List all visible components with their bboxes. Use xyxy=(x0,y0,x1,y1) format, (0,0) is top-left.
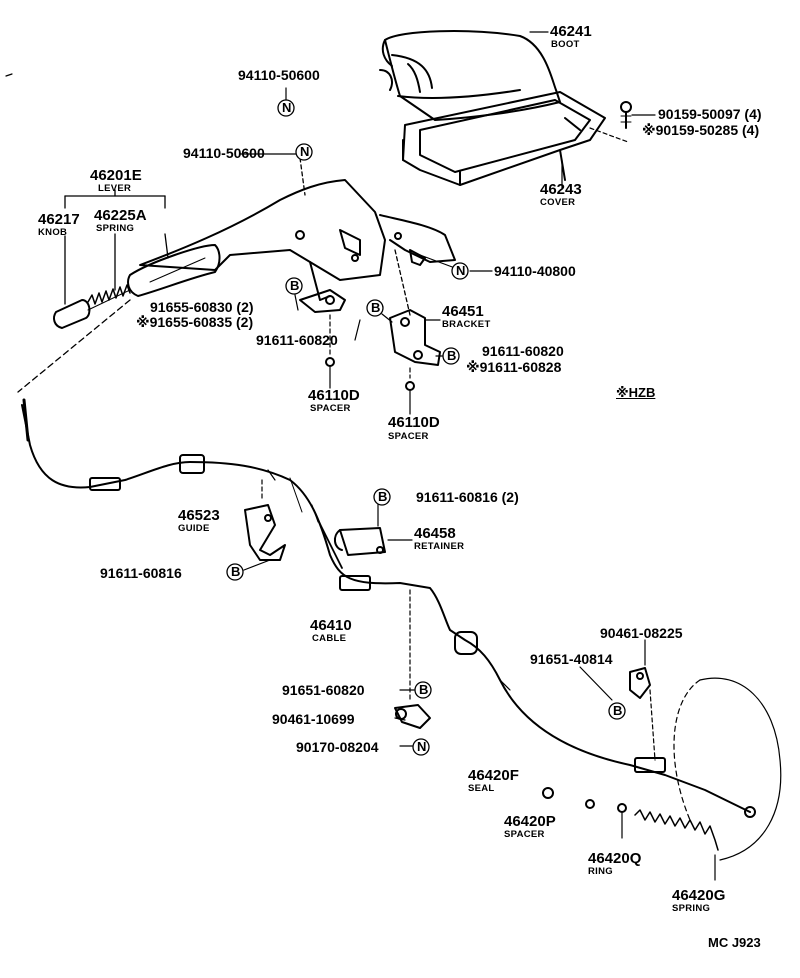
brake-drum-outline xyxy=(673,677,782,861)
knob-drawing xyxy=(53,299,91,329)
bracket-bolt-alt-part-number: ※91611-60828 xyxy=(466,359,562,375)
bolt-symbol-icon xyxy=(366,299,384,317)
clamp-b-part-number: 90461-08225 xyxy=(600,625,683,641)
boot-part-number: 46241 xyxy=(550,23,592,40)
clamp-b-drawing xyxy=(629,667,651,699)
guide-part-number: 46523 xyxy=(178,507,220,524)
lever-bracket-bolt-part-number: 91611-60820 xyxy=(256,332,338,348)
screw-drawing xyxy=(589,101,656,143)
bolt-symbol-label: B xyxy=(290,278,300,293)
ring-part-number: 46420Q xyxy=(588,850,642,867)
knob-part-name: KNOB xyxy=(38,227,68,238)
cable-part-number: 46410 xyxy=(310,617,352,634)
spacer-2-part-number: 46110D xyxy=(388,414,440,431)
retainer-bolt-part-number: 91611-60816 (2) xyxy=(416,489,519,505)
lever-group-leader xyxy=(64,189,169,305)
retainer-drawing xyxy=(334,527,386,556)
boot-part-name: BOOT xyxy=(551,39,580,50)
bolt-symbol-icon xyxy=(608,702,626,720)
spring-part-number: 46225A xyxy=(94,207,147,224)
seal-drawing xyxy=(542,787,554,799)
nut-symbol-icon xyxy=(451,262,469,280)
bolt-symbol-icon xyxy=(285,277,303,295)
bracket-bolt-part-number: 91611-60820 xyxy=(482,343,564,359)
nut-4080-part-number: 94110-40800 xyxy=(494,263,576,279)
ring-drawing xyxy=(617,803,627,813)
cable-drawing xyxy=(17,299,756,818)
spacer-3-part-name: SPACER xyxy=(504,829,545,840)
spacer-drawing xyxy=(585,799,595,809)
bolt-symbol-label: B xyxy=(613,703,623,718)
seal-part-number: 46420F xyxy=(468,767,519,784)
seal-part-name: SEAL xyxy=(468,783,495,794)
cable-part-name: CABLE xyxy=(312,633,347,644)
spacer-1-part-name: SPACER xyxy=(310,403,351,414)
bolt-symbol-label: B xyxy=(378,489,388,504)
retainer-part-number: 46458 xyxy=(414,525,456,542)
spacer-2-part-name: SPACER xyxy=(388,431,429,442)
lever-part-name: LEVER xyxy=(98,183,132,194)
screw-alt-part-number: ※90159-50285 (4) xyxy=(642,122,760,138)
retainer-part-name: RETAINER xyxy=(414,541,465,552)
screw-part-number: 90159-50097 (4) xyxy=(658,106,762,122)
lever-bolt-alt-part-number: ※91655-60835 (2) xyxy=(136,314,254,330)
cable-nut-part-number: 90170-08204 xyxy=(296,739,379,755)
guide-drawing xyxy=(244,504,286,561)
lever-part-number: 46201E xyxy=(90,167,142,184)
spring-drawing xyxy=(87,284,131,311)
knob-part-number: 46217 xyxy=(38,211,80,228)
bracket-drawing xyxy=(389,309,441,366)
guide-part-name: GUIDE xyxy=(178,523,210,534)
spring-2-drawing xyxy=(634,809,719,851)
nut-symbol-icon xyxy=(412,738,430,756)
bolt-symbol-icon xyxy=(442,347,460,365)
clamp-a-drawing xyxy=(394,704,431,729)
bolt-symbol-icon xyxy=(226,563,244,581)
nut-symbol-label: N xyxy=(456,263,466,278)
nut-symbol-label: N xyxy=(300,144,310,159)
ring-part-name: RING xyxy=(588,866,613,877)
bracket-part-number: 46451 xyxy=(442,303,484,320)
spring-2-part-number: 46420G xyxy=(672,887,726,904)
cover-part-number: 46243 xyxy=(540,181,582,198)
bolt-symbol-label: B xyxy=(447,348,457,363)
cover-drawing xyxy=(402,91,606,186)
bolt-symbol-label: B xyxy=(419,682,429,697)
lever-bracket-drawing xyxy=(299,289,346,313)
bracket-part-name: BRACKET xyxy=(442,319,491,330)
spacer-3-part-number: 46420P xyxy=(504,813,556,830)
nut-symbol-label: N xyxy=(417,739,427,754)
spring-part-name: SPRING xyxy=(96,223,135,234)
hzb-note: ※HZB xyxy=(616,385,656,400)
bolt-symbol-icon xyxy=(373,488,391,506)
nut-top-part-number: 94110-50600 xyxy=(238,67,320,83)
clamp-a-part-number: 90461-10699 xyxy=(272,711,355,727)
nut-symbol-label: N xyxy=(282,100,292,115)
spring-2-part-name: SPRING xyxy=(672,903,711,914)
guide-bolt-part-number: 91611-60816 xyxy=(100,565,182,581)
lever-bolt-part-number: 91655-60830 (2) xyxy=(150,299,254,315)
bolt-symbol-icon xyxy=(414,681,432,699)
figure-code: MC J923 xyxy=(708,935,761,950)
clamp-b-bolt-part-number: 91651-40814 xyxy=(530,651,613,667)
spacer-1-part-number: 46110D xyxy=(308,387,360,404)
cable-bolt-part-number: 91651-60820 xyxy=(282,682,365,698)
nut-lever-part-number: 94110-50600 xyxy=(183,145,265,161)
cover-part-name: COVER xyxy=(540,197,576,208)
nut-symbol-icon xyxy=(295,143,313,161)
bolt-symbol-label: B xyxy=(371,300,381,315)
bolt-symbol-label: B xyxy=(231,564,241,579)
boot-drawing xyxy=(379,30,561,121)
